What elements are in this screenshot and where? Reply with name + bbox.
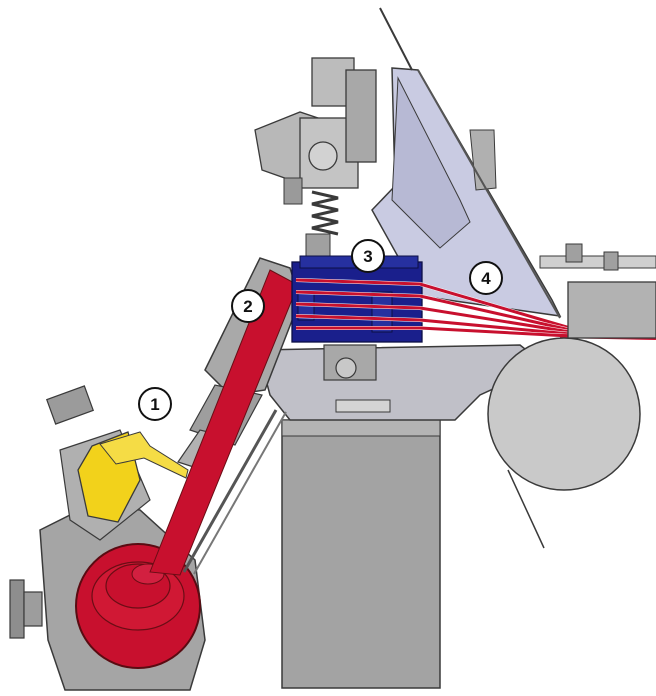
- output-bracket: [539, 243, 656, 339]
- yellow-feeder: [77, 431, 189, 523]
- callout-4-label: 4: [481, 269, 491, 288]
- central-column: [281, 419, 441, 689]
- callout-3: 3: [351, 239, 385, 273]
- drafted-sliver-strands: [295, 278, 656, 340]
- callout-2: 2: [231, 289, 265, 323]
- main-housing: [257, 344, 547, 421]
- callout-3-label: 3: [363, 247, 372, 266]
- hinged-cover: [371, 7, 562, 319]
- sliver-feed-path: [149, 269, 299, 576]
- delivery-roller: [487, 337, 641, 549]
- callout-4: 4: [469, 261, 503, 295]
- spring-icon: [305, 190, 339, 257]
- callout-1-label: 1: [150, 395, 159, 414]
- coiler-wheel: [75, 543, 201, 669]
- callout-2-label: 2: [243, 297, 252, 316]
- weighting-head: [254, 57, 377, 205]
- hand-wheel-icon[interactable]: [9, 579, 43, 639]
- callout-1: 1: [138, 387, 172, 421]
